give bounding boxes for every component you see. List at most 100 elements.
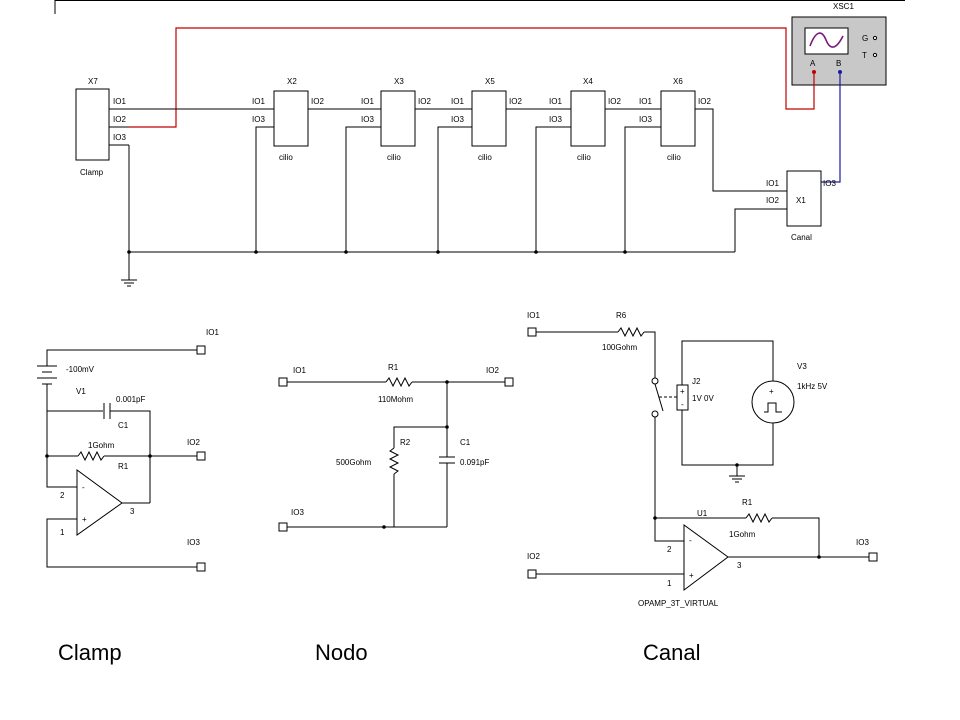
opamp-plus: + bbox=[689, 571, 694, 580]
cilio-body bbox=[570, 90, 606, 147]
cilio-pin-gnd: IO3 bbox=[252, 115, 265, 124]
opamp-pin-out: 3 bbox=[130, 507, 135, 516]
clamp-res-ref: R1 bbox=[118, 462, 129, 471]
cilio-name: cilio bbox=[279, 153, 293, 162]
cilio-block-x4[interactable]: X4 IO1 IO2 IO3 cilio bbox=[549, 77, 621, 162]
canal-block-ref: X1 bbox=[796, 196, 806, 205]
oscilloscope[interactable]: XSC1 G T A B bbox=[791, 2, 887, 86]
cilio-ref: X5 bbox=[485, 77, 495, 86]
clamp-port-io2[interactable] bbox=[196, 451, 206, 461]
canal-port-io2-label: IO2 bbox=[527, 552, 540, 561]
junction-dot bbox=[382, 525, 386, 529]
wire bbox=[46, 456, 77, 488]
cilio-ref: X3 bbox=[394, 77, 404, 86]
junction-dot bbox=[254, 250, 258, 254]
cilio-pin-gnd: IO3 bbox=[451, 115, 464, 124]
canal-r1-ref: R1 bbox=[742, 498, 753, 507]
cilio-name: cilio bbox=[478, 153, 492, 162]
cilio-pin-in: IO1 bbox=[361, 97, 374, 106]
resistor-icon[interactable] bbox=[745, 512, 773, 524]
canal-port-io3[interactable] bbox=[868, 552, 878, 562]
pulse-source-icon[interactable]: + bbox=[751, 380, 795, 424]
canal-switch-value: 1V 0V bbox=[692, 394, 714, 403]
cilio-pin-in: IO1 bbox=[451, 97, 464, 106]
switch-icon[interactable]: + - bbox=[651, 377, 689, 418]
wire bbox=[772, 517, 820, 557]
nodo-port-io2[interactable] bbox=[504, 377, 514, 387]
opamp-icon[interactable] bbox=[683, 524, 729, 591]
wire bbox=[535, 126, 571, 252]
clamp-circuit: -100mV V1 IO1 0.001pF C1 1Gohm R1 IO2 - … bbox=[37, 328, 219, 665]
scope-ch-b: B bbox=[836, 59, 841, 68]
opamp-icon[interactable] bbox=[76, 469, 123, 536]
scope-terminal-a[interactable] bbox=[812, 70, 816, 74]
clamp-port-io1[interactable] bbox=[196, 345, 206, 355]
canal-port-io1[interactable] bbox=[527, 327, 537, 337]
nodo-r1-ref: R1 bbox=[388, 363, 399, 372]
cilio-pin-in: IO1 bbox=[549, 97, 562, 106]
canal-opamp-ref: U1 bbox=[697, 509, 708, 518]
canal-port-io3-label: IO3 bbox=[856, 538, 869, 547]
canal-opamp-model: OPAMP_3T_VIRTUAL bbox=[638, 599, 719, 608]
cilio-ref: X2 bbox=[287, 77, 297, 86]
scope-ch-a: A bbox=[810, 59, 816, 68]
cilio-name: cilio bbox=[577, 153, 591, 162]
clamp-source-value: -100mV bbox=[66, 365, 95, 374]
junction-dot bbox=[623, 250, 627, 254]
clamp-block-ref: X7 bbox=[88, 77, 98, 86]
cilio-pin-out: IO2 bbox=[509, 97, 522, 106]
wire bbox=[255, 126, 274, 252]
wire bbox=[644, 331, 656, 378]
cilio-block-x5[interactable]: X5 IO1 IO2 IO3 cilio bbox=[451, 77, 522, 162]
clamp-pin-io3-label: IO3 bbox=[113, 133, 126, 142]
canal-block[interactable]: IO1 IO2 IO3 X1 Canal bbox=[766, 170, 836, 242]
cilio-name: cilio bbox=[387, 153, 401, 162]
canal-r1-value: 1Gohm bbox=[729, 530, 756, 539]
scope-knob-g-dot bbox=[872, 35, 878, 41]
junction-dot bbox=[534, 250, 538, 254]
resistor-icon[interactable] bbox=[77, 450, 105, 462]
nodo-port-io3[interactable] bbox=[278, 522, 288, 532]
cilio-block-x6[interactable]: X6 IO1 IO2 IO3 cilio bbox=[639, 77, 711, 162]
canal-opamp-pin-out: 3 bbox=[737, 561, 742, 570]
nodo-r2-value: 500Gohm bbox=[336, 458, 371, 467]
clamp-cap-ref: C1 bbox=[118, 421, 129, 430]
junction-dot bbox=[436, 250, 440, 254]
clamp-block-name: Clamp bbox=[80, 168, 104, 177]
svg-text:+: + bbox=[680, 387, 685, 396]
scope-knob-g: G bbox=[862, 34, 868, 43]
clamp-pin-io1-label: IO1 bbox=[113, 97, 126, 106]
battery-icon[interactable] bbox=[37, 365, 57, 385]
junction-dot bbox=[148, 454, 152, 458]
canal-port-io2[interactable] bbox=[527, 569, 537, 579]
resistor-icon[interactable] bbox=[617, 326, 645, 338]
nodo-port-io1[interactable] bbox=[278, 377, 288, 387]
top-schematic: XSC1 G T A B X7 IO1 IO2 IO3 Clam bbox=[54, 0, 905, 287]
canal-pin-io2: IO2 bbox=[766, 196, 779, 205]
nodo-c1-value: 0.091pF bbox=[460, 458, 489, 467]
capacitor-icon[interactable] bbox=[103, 403, 111, 419]
junction-dot bbox=[817, 555, 821, 559]
nodo-r2-ref: R2 bbox=[400, 438, 411, 447]
junction-dot bbox=[344, 250, 348, 254]
nodo-r1-value: 110Mohm bbox=[378, 395, 413, 404]
nodo-port-io3-label: IO3 bbox=[291, 508, 304, 517]
cilio-body bbox=[471, 90, 507, 147]
canal-circuit: IO1 R6 100Gohm + - J2 1V 0V bbox=[527, 311, 878, 665]
cilio-pin-in: IO1 bbox=[252, 97, 265, 106]
cilio-block-x2[interactable]: X2 IO1 IO2 IO3 cilio bbox=[252, 77, 324, 162]
resistor-icon[interactable] bbox=[385, 376, 413, 388]
capacitor-icon[interactable] bbox=[439, 456, 455, 464]
svg-text:+: + bbox=[769, 387, 774, 396]
clamp-block[interactable]: X7 IO1 IO2 IO3 Clamp bbox=[75, 77, 129, 177]
canal-port-io1-label: IO1 bbox=[527, 311, 540, 320]
resistor-icon[interactable] bbox=[388, 447, 400, 475]
cilio-pin-out: IO2 bbox=[698, 97, 711, 106]
clamp-block-body bbox=[75, 88, 110, 161]
cilio-block-x3[interactable]: X3 IO1 IO2 IO3 cilio bbox=[361, 77, 431, 162]
clamp-caption: Clamp bbox=[58, 640, 122, 665]
clamp-port-io3[interactable] bbox=[196, 562, 206, 572]
scope-terminal-b[interactable] bbox=[838, 70, 842, 74]
cilio-name: cilio bbox=[667, 153, 681, 162]
